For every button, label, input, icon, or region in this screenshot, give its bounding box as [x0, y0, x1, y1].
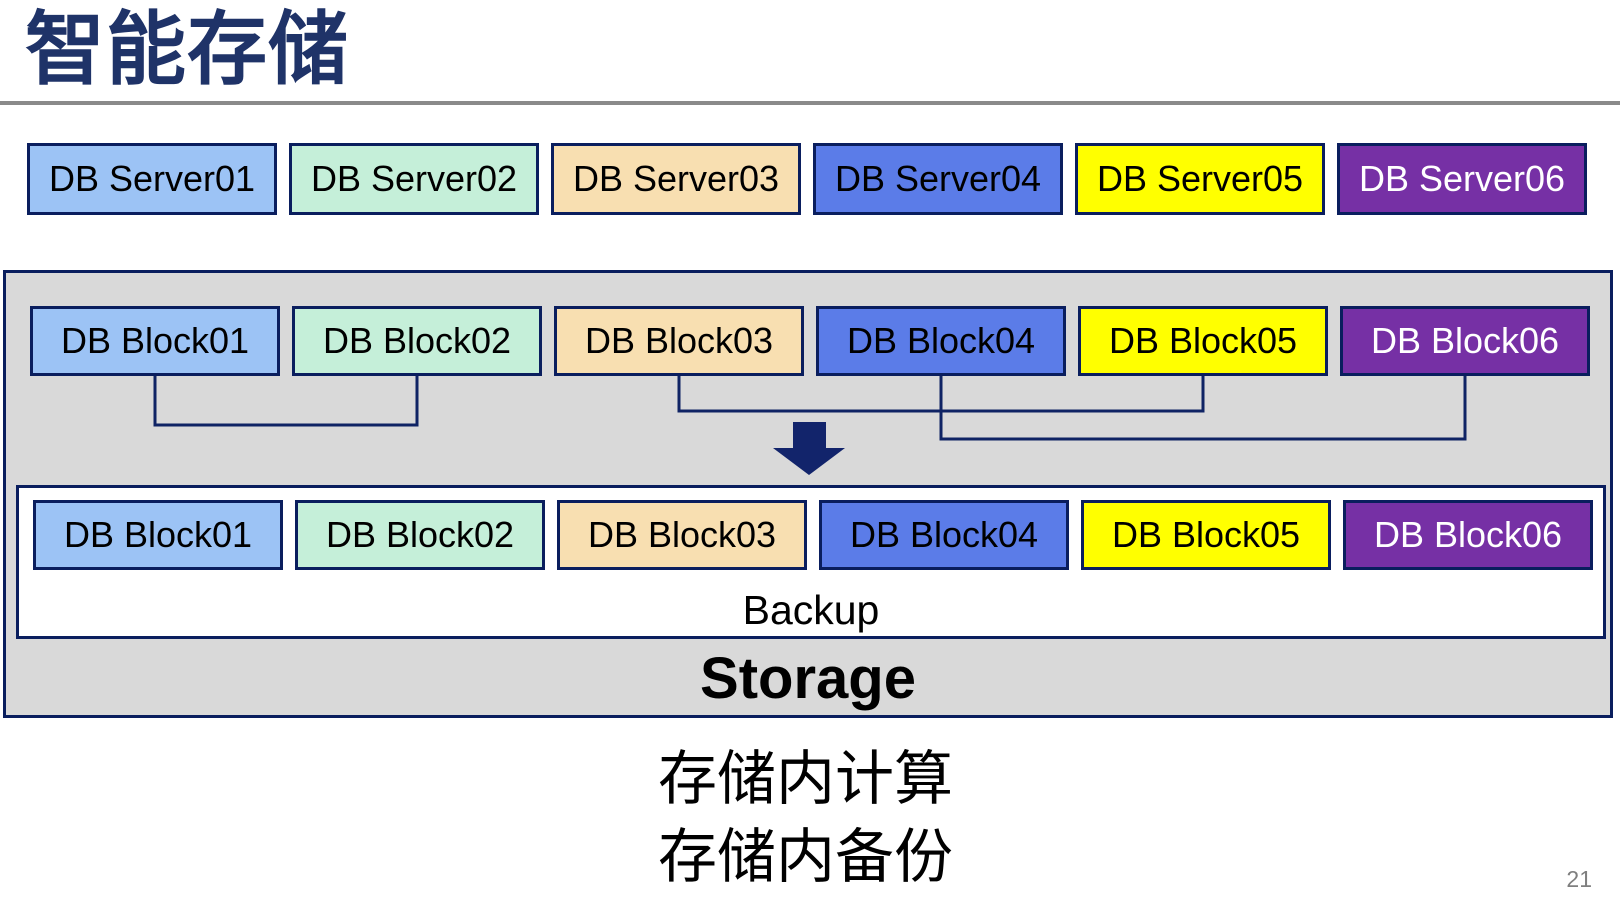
db-block-backup-box-1: DB Block01: [33, 500, 283, 570]
db-block-source-box-2: DB Block02: [292, 306, 542, 376]
annotation-text: 存储内计算 存储内备份: [658, 740, 953, 896]
db-server-box-2: DB Server02: [289, 143, 539, 215]
db-server-row: DB Server01 DB Server02 DB Server03 DB S…: [27, 143, 1587, 215]
db-block-backup-row: DB Block01 DB Block02 DB Block03 DB Bloc…: [33, 500, 1593, 570]
annotation-line-1: 存储内计算: [658, 746, 954, 812]
db-block-source-row: DB Block01 DB Block02 DB Block03 DB Bloc…: [30, 306, 1590, 376]
db-block-source-box-4: DB Block04: [816, 306, 1066, 376]
db-server-box-4: DB Server04: [813, 143, 1063, 215]
db-block-backup-box-6: DB Block06: [1343, 500, 1593, 570]
db-block-backup-box-5: DB Block05: [1081, 500, 1331, 570]
page-number: 21: [1566, 866, 1592, 892]
db-block-source-box-5: DB Block05: [1078, 306, 1328, 376]
connector-block01-block02: [153, 376, 419, 427]
connector-block04-block06: [939, 376, 1467, 441]
db-server-box-3: DB Server03: [551, 143, 801, 215]
db-block-source-box-3: DB Block03: [554, 306, 804, 376]
storage-container: DB Block01 DB Block02 DB Block03 DB Bloc…: [3, 270, 1613, 718]
db-block-source-box-6: DB Block06: [1340, 306, 1590, 376]
db-block-source-box-1: DB Block01: [30, 306, 280, 376]
title-divider: [0, 101, 1620, 105]
page-title: 智能存储: [25, 5, 349, 94]
annotation-line-2: 存储内备份: [658, 824, 954, 890]
db-block-backup-box-2: DB Block02: [295, 500, 545, 570]
db-server-box-6: DB Server06: [1337, 143, 1587, 215]
db-block-backup-box-3: DB Block03: [557, 500, 807, 570]
down-arrow-icon: [773, 422, 845, 475]
backup-label: Backup: [742, 587, 880, 633]
storage-label: Storage: [700, 646, 916, 711]
connector-block03-block05: [677, 376, 1205, 413]
db-server-box-5: DB Server05: [1075, 143, 1325, 215]
db-server-box-1: DB Server01: [27, 143, 277, 215]
backup-container: DB Block01 DB Block02 DB Block03 DB Bloc…: [16, 485, 1606, 639]
db-block-backup-box-4: DB Block04: [819, 500, 1069, 570]
